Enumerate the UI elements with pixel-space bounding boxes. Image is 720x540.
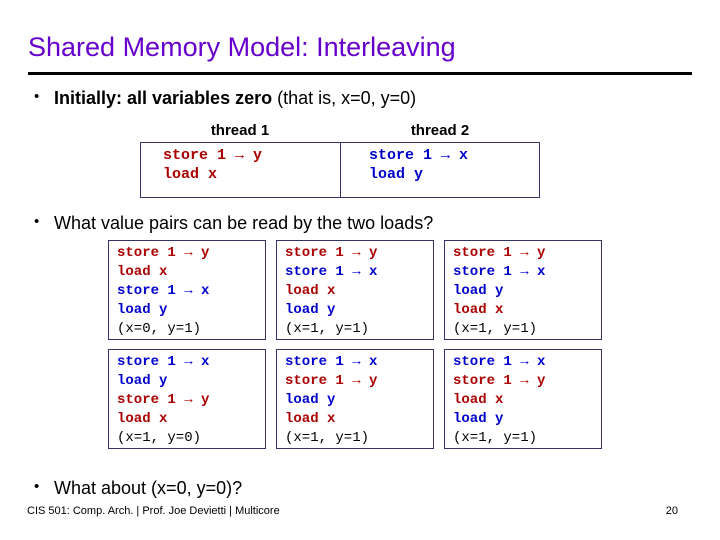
interleaving-result: (x=0, y=1) (117, 321, 202, 337)
interleaving-line: store 1 → x (117, 283, 210, 299)
interleaving-row: store 1 → y load x store 1 → x load y (x=0, … (108, 240, 602, 340)
bullet-initially-bold: Initially: all variables zero (54, 88, 273, 108)
bullet-initially: • Initially: all variables zero (that is,… (34, 88, 416, 109)
interleaving-result: (x=1, y=1) (453, 430, 538, 446)
title-divider (28, 72, 692, 75)
thread-2-header: thread 2 (410, 122, 470, 139)
interleaving-line: store 1 → y (117, 392, 210, 408)
interleaving-line: store 1 → x (285, 354, 378, 370)
interleaving-line: store 1 → x (453, 264, 546, 280)
interleaving-cell: store 1 → x store 1 → y load y load x (x=1, … (276, 349, 434, 449)
interleaving-line: load y (285, 302, 336, 318)
interleaving-grid: store 1 → y load x store 1 → x load y (x=0, … (108, 240, 602, 449)
thread-program-table: store 1 → y load x store 1 → x load y (140, 142, 540, 198)
bullet-marker-icon: • (34, 88, 40, 105)
thread-1-line-0: store 1 → y (163, 147, 263, 164)
bullet-marker-icon: • (34, 478, 40, 495)
interleaving-result: (x=1, y=1) (453, 321, 538, 337)
interleaving-result: (x=1, y=1) (285, 321, 370, 337)
interleaving-line: store 1 → y (285, 373, 378, 389)
interleaving-line: store 1 → y (453, 373, 546, 389)
interleaving-cell: store 1 → x load y store 1 → y load x (x=1, … (108, 349, 266, 449)
bullet-what-value-pairs: • What value pairs can be read by the two… (34, 213, 433, 234)
footer-credit: CIS 501: Comp. Arch. | Prof. Joe Deviett… (27, 505, 280, 517)
interleaving-line: load x (117, 411, 168, 427)
interleaving-line: load x (285, 411, 336, 427)
page-title: Shared Memory Model: Interleaving (28, 32, 456, 62)
interleaving-line: store 1 → x (285, 264, 378, 280)
interleaving-line: load y (285, 392, 336, 408)
bullet-what-about: • What about (x=0, y=0)? (34, 478, 242, 499)
bullet-initially-rest: (that is, x=0, y=0) (272, 88, 417, 108)
interleaving-line: store 1 → y (285, 245, 378, 261)
thread-header-row: thread 1 thread 2 (140, 122, 540, 139)
interleaving-result: (x=1, y=1) (285, 430, 370, 446)
interleaving-line: store 1 → y (453, 245, 546, 261)
bullet-marker-icon: • (34, 213, 40, 230)
interleaving-line: load x (453, 392, 504, 408)
bullet-what-about-label: What about (x=0, y=0)? (54, 478, 243, 498)
interleaving-result: (x=1, y=0) (117, 430, 202, 446)
footer-page-number: 20 (665, 505, 678, 517)
thread-1-program: store 1 → y load x (141, 143, 340, 197)
interleaving-line: load y (117, 373, 168, 389)
interleaving-line: store 1 → y (117, 245, 210, 261)
bullet-what-value-pairs-label: What value pairs can be read by the two … (54, 213, 434, 233)
interleaving-cell: store 1 → y store 1 → x load x load y (x=1, … (276, 240, 434, 340)
thread-2-line-0: store 1 → x (369, 147, 469, 164)
thread-1-header: thread 1 (210, 122, 270, 139)
interleaving-line: load y (453, 283, 504, 299)
interleaving-line: store 1 → x (117, 354, 210, 370)
interleaving-row: store 1 → x load y store 1 → y load x (x=1, … (108, 349, 602, 449)
interleaving-line: load x (453, 302, 504, 318)
interleaving-line: load y (453, 411, 504, 427)
interleaving-line: load x (117, 264, 168, 280)
thread-2-line-1: load y (369, 166, 424, 183)
interleaving-cell: store 1 → y load x store 1 → x load y (x=0, … (108, 240, 266, 340)
thread-2-program: store 1 → x load y (340, 143, 539, 197)
interleaving-cell: store 1 → x store 1 → y load x load y (x=1, … (444, 349, 602, 449)
interleaving-line: load y (117, 302, 168, 318)
interleaving-line: store 1 → x (453, 354, 546, 370)
thread-1-line-1: load x (163, 166, 218, 183)
interleaving-cell: store 1 → y store 1 → x load y load x (x=1, … (444, 240, 602, 340)
interleaving-line: load x (285, 283, 336, 299)
